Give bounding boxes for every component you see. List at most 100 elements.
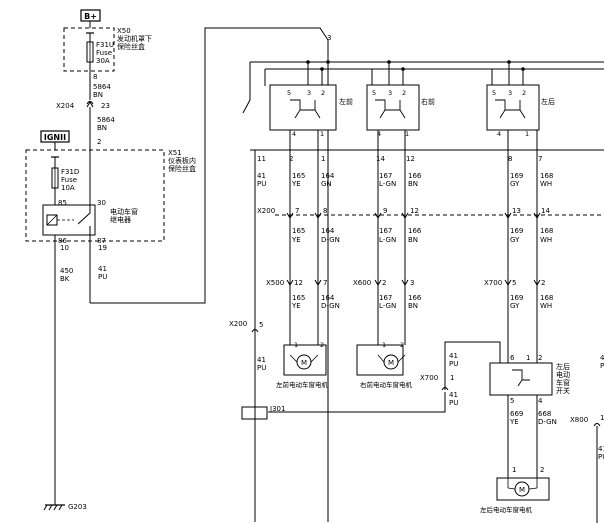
wire-164-c: 164 [321,294,335,302]
x51-id: X51 [168,149,182,157]
ground-g203: G203 [68,503,87,511]
rlm-pin-1: 1 [512,466,516,474]
fr-pin-2: 2 [402,89,406,97]
fl-pin-2: 2 [321,89,325,97]
x51-name-2: 保险丝盒 [168,164,196,173]
wire-wh-c: WH [540,302,552,310]
front-right-switch [366,84,420,131]
relay-pin-86: 86 [58,237,67,245]
wire-dgn-b: D-GN [321,236,340,244]
fr-pin-4: 4 [377,130,381,138]
wire-450: 450 [60,267,73,275]
fr-pin-1: 1 [405,130,409,138]
pin-19: 19 [98,244,107,252]
x50-fuse-box-outline [63,27,115,72]
wire-bn-a: BN [93,91,103,99]
flm-label: 左前电动车窗电机 [276,380,329,389]
relay-contact [77,200,91,225]
wire-167-c: 167 [379,294,392,302]
wire-169-c: 169 [510,294,523,302]
pin-3-top: 3 [327,34,331,42]
wire-5864-b: 5864 [97,116,115,124]
relay-name-1: 电动车窗 [110,207,138,216]
x200-pin-12: 12 [410,207,419,215]
fl-switch-label: 左前 [339,97,353,106]
x204-label: X204 [56,102,75,110]
fuse-f31u-word: Fuse [96,49,112,57]
fr-switch-label: 右前 [421,97,435,106]
rls-label-1: 左后 [556,362,570,371]
wire-166-c: 166 [408,294,422,302]
pin-10: 10 [60,244,69,252]
rls-pin-5: 5 [510,397,514,405]
rl-pin-5: 5 [492,89,496,97]
wire-wh-a: WH [540,180,552,188]
x500-label: X500 [266,279,284,287]
rl-pin-4: 4 [497,130,501,138]
frm-symbol: M [388,359,394,367]
edge-pin-1: 1 [600,414,604,422]
x600-label: X600 [353,279,371,287]
x200-pin-7: 7 [295,207,299,215]
wire-5864-a: 5864 [93,83,111,91]
relay-name-2: 继电器 [110,215,131,224]
rls-pin-1: 1 [526,354,530,362]
x700-pin-1: 1 [450,374,454,382]
fuse-f31u-name: F31U [96,41,114,49]
wire-bn-c: BN [408,180,418,188]
fl-pin-3: 3 [307,89,311,97]
wire-41-relay: 41 [98,265,107,273]
x800-label: X800 [570,416,588,424]
wire-166-a: 166 [408,172,422,180]
wire-168-a: 168 [540,172,553,180]
rls-pin-2: 2 [538,354,542,362]
fl-pin-1: 1 [320,130,324,138]
wire-pu-a: PU [257,180,266,188]
x51-name-1: 仪表板内 [168,156,196,165]
edge-pin-4: 4 [600,354,604,362]
fuse-f31d-word: Fuse [61,176,77,184]
wire-167-a: 167 [379,172,392,180]
x600-pin-2: 2 [382,279,386,287]
rls-label-2: 电动 [556,370,570,379]
flm-symbol: M [301,359,307,367]
x200-pin-14: 14 [541,207,550,215]
fl-out-pin-2: 2 [289,155,293,163]
x200-pin-13: 13 [512,207,521,215]
x700-pin-2: 2 [541,279,545,287]
wire-ye-d: YE [509,418,519,426]
fuse-f31d-rating: 10A [61,184,75,192]
bplus-text: B+ [84,12,97,21]
rl-out-pin-7: 7 [538,155,542,163]
wire-lgn-b: L-GN [379,236,396,244]
wire-pu-b: PU [257,364,266,372]
wire-bn-e: BN [408,302,418,310]
wire-pu-d: PU [449,399,458,407]
fl-out-pin-1: 1 [321,155,325,163]
bplus-label: B+ [80,9,101,22]
wire-167-b: 167 [379,227,392,235]
fuse-f31d-name: F31D [61,168,79,176]
rl-pin-3: 3 [508,89,512,97]
wire-41-d: 41 [449,391,458,399]
relay-pin-87: 87 [97,237,106,245]
pin-2: 2 [97,138,101,146]
wire-gy-b: GY [510,236,520,244]
rear-left-local-switch [489,362,553,396]
flm-pin-2: 2 [320,341,324,349]
wire-169-b: 169 [510,227,523,235]
edge-wire-41: 41 [598,445,604,453]
x500-pin-12: 12 [294,279,303,287]
front-left-switch [269,84,337,131]
rl-pin-1: 1 [525,130,529,138]
rls-label-3: 车窗 [556,378,570,387]
wire-165-a: 165 [292,172,305,180]
wire-169-a: 169 [510,172,523,180]
flm-pin-1: 1 [294,341,298,349]
wire-bn-b: BN [97,124,107,132]
fr-out-pin-12: 12 [406,155,415,163]
fl-pin-4: 4 [292,130,296,138]
wire-41-b: 41 [257,356,266,364]
